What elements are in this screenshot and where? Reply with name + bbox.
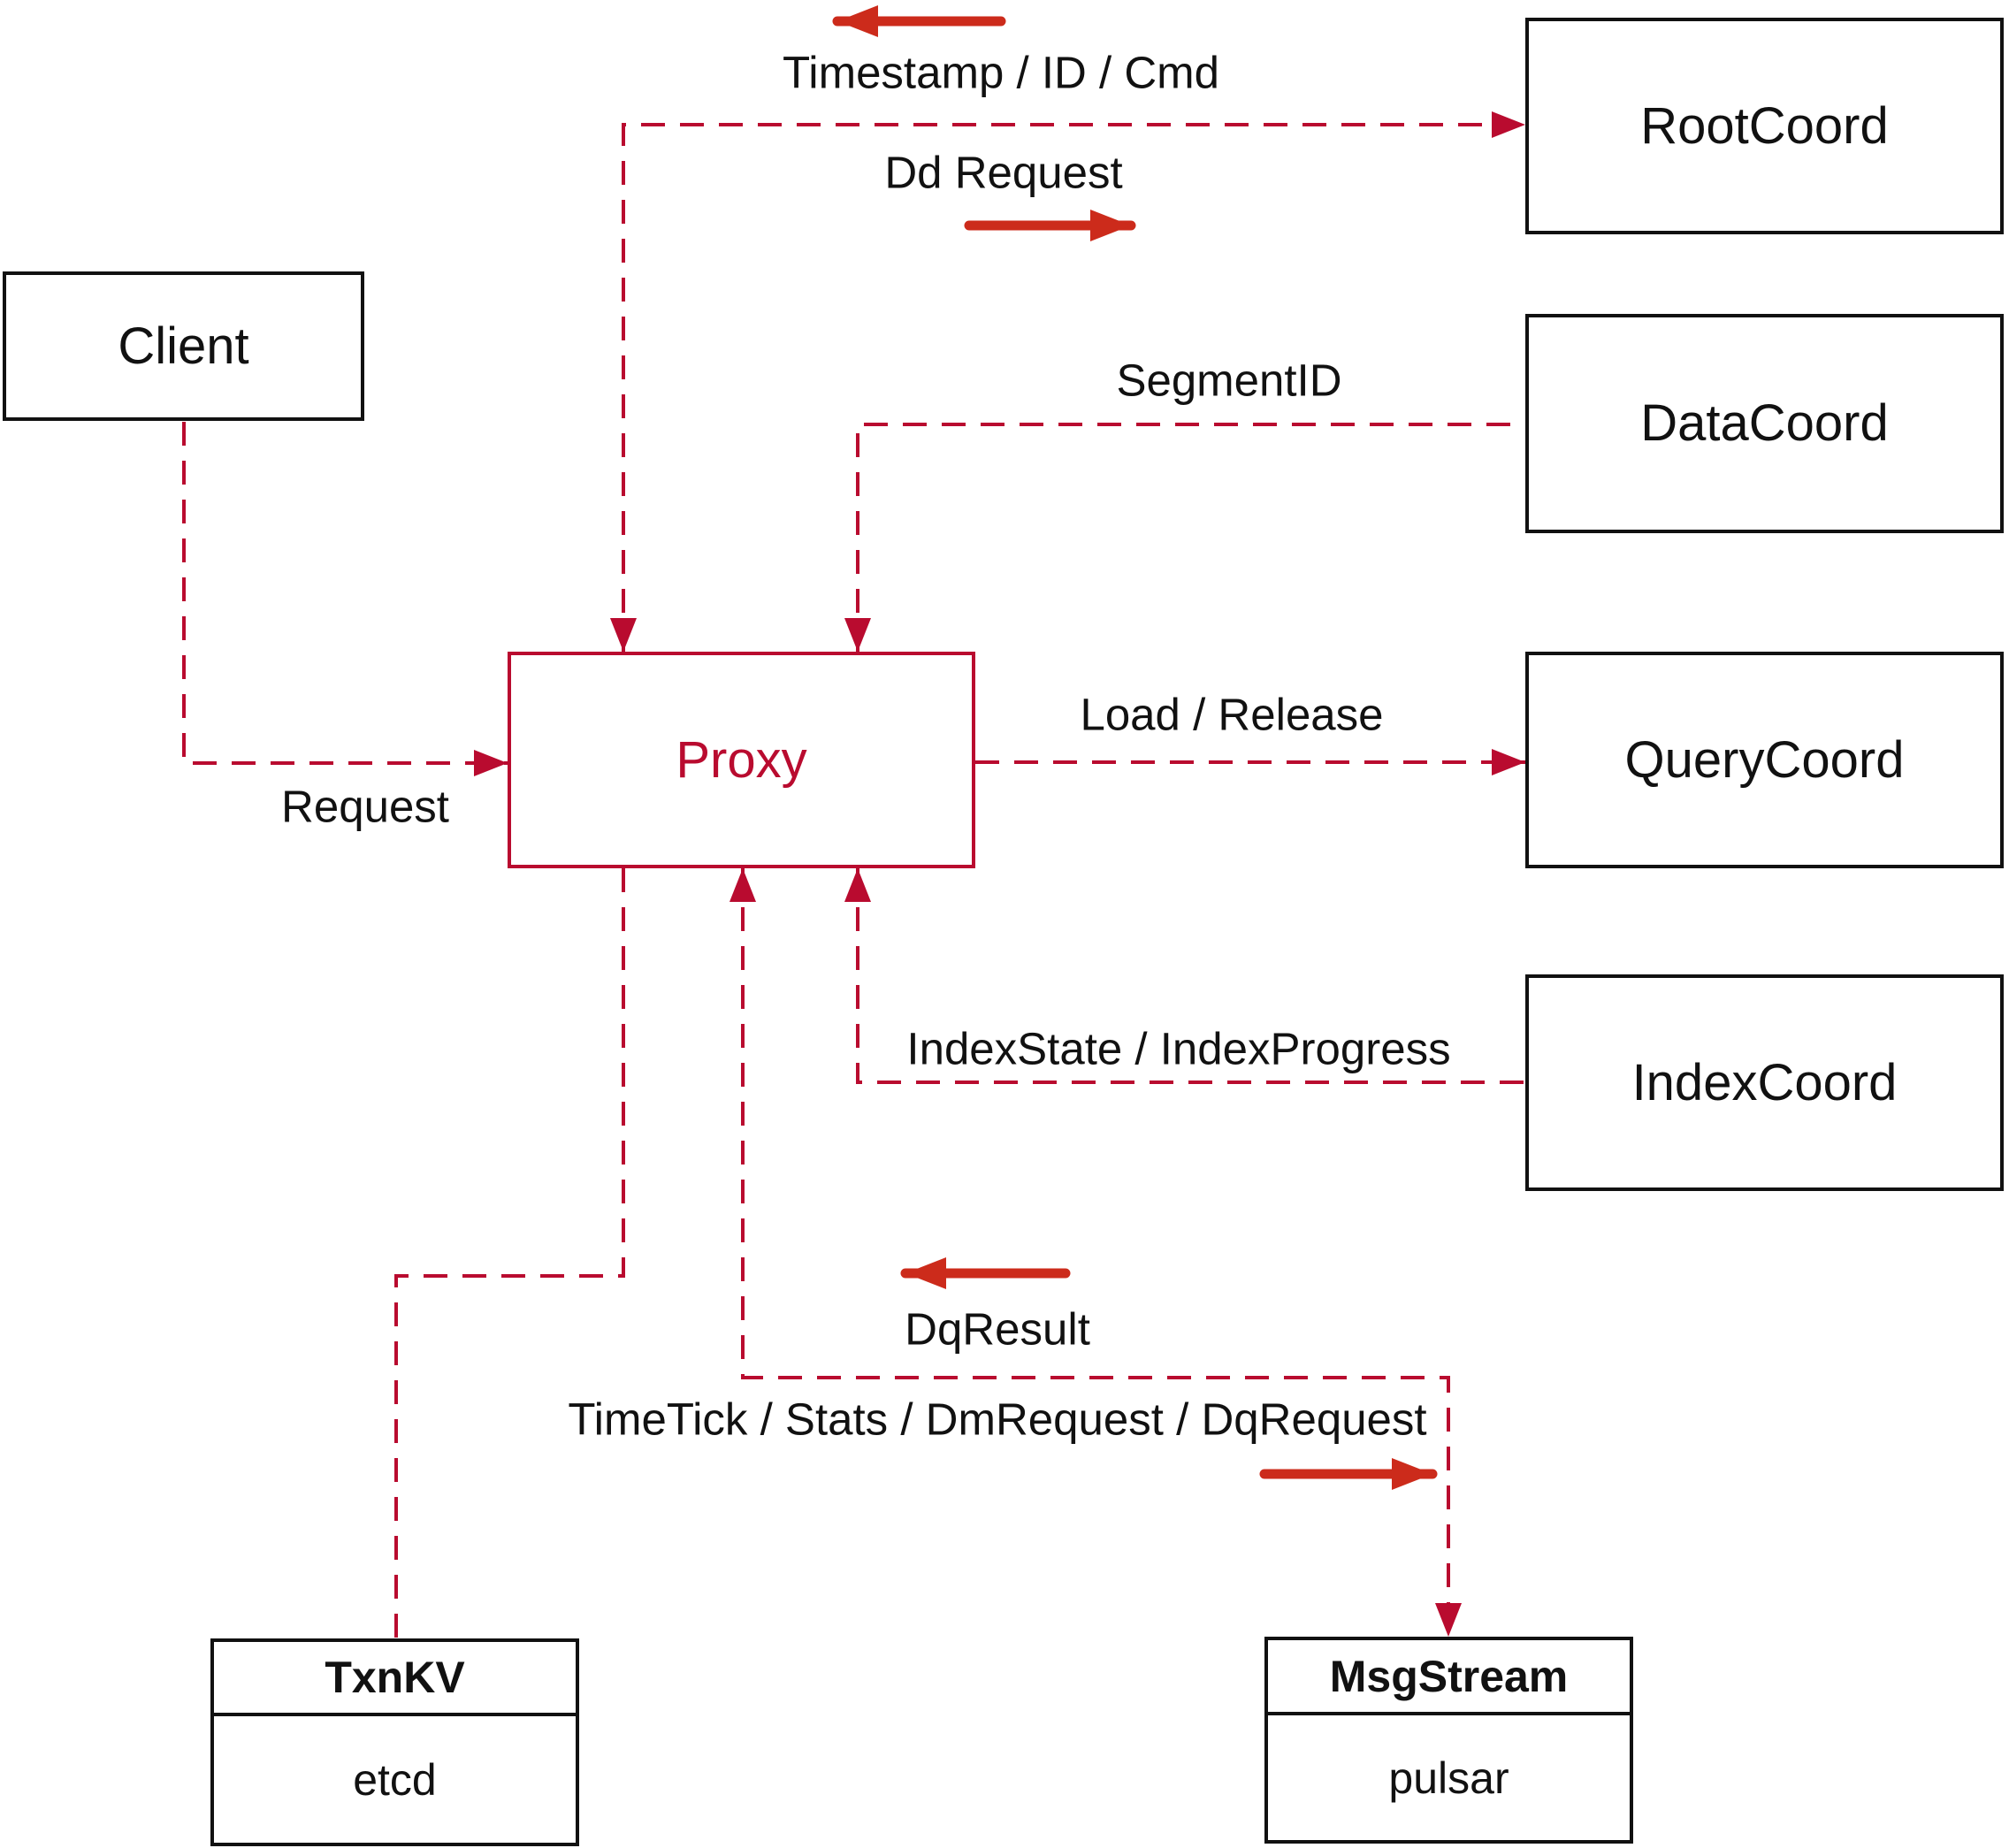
edge-label-timetick: TimeTick / Stats / DmRequest / DqRequest — [568, 1394, 1427, 1445]
node-proxy-label: Proxy — [676, 730, 807, 789]
node-datacoord-label: DataCoord — [1640, 394, 1889, 452]
edge-proxy-txnkv — [394, 868, 625, 1638]
edge-label-dd-request: Dd Request — [884, 147, 1123, 198]
edge-proxy-msgstream — [730, 868, 1462, 1637]
node-client: Client — [3, 271, 364, 421]
node-rootcoord-label: RootCoord — [1640, 96, 1889, 155]
node-txnkv-title: TxnKV — [214, 1642, 576, 1716]
node-client-label: Client — [118, 317, 249, 375]
node-msgstream-title: MsgStream — [1268, 1640, 1630, 1715]
node-txnkv: TxnKV etcd — [210, 1638, 579, 1846]
node-querycoord: QueryCoord — [1525, 652, 2004, 868]
edge-proxy-rootcoord — [610, 111, 1525, 652]
node-msgstream-value: pulsar — [1388, 1753, 1509, 1803]
node-querycoord-label: QueryCoord — [1624, 730, 1905, 789]
edge-label-dqresult: DqResult — [905, 1303, 1090, 1355]
edge-label-request: Request — [281, 781, 449, 832]
node-indexcoord-label: IndexCoord — [1631, 1053, 1898, 1111]
edge-label-segmentid: SegmentID — [1116, 355, 1342, 406]
edge-client-proxy — [182, 422, 508, 776]
node-msgstream: MsgStream pulsar — [1264, 1637, 1633, 1844]
node-rootcoord: RootCoord — [1525, 18, 2004, 234]
node-txnkv-value: etcd — [353, 1754, 437, 1805]
edge-datacoord-proxy — [844, 423, 1525, 652]
node-indexcoord: IndexCoord — [1525, 974, 2004, 1191]
edge-label-load-release: Load / Release — [1080, 689, 1384, 740]
node-datacoord: DataCoord — [1525, 314, 2004, 533]
edge-label-indexstate: IndexState / IndexProgress — [906, 1023, 1451, 1074]
node-proxy: Proxy — [508, 652, 975, 868]
edge-label-timestamp-id-cmd: Timestamp / ID / Cmd — [782, 47, 1220, 98]
